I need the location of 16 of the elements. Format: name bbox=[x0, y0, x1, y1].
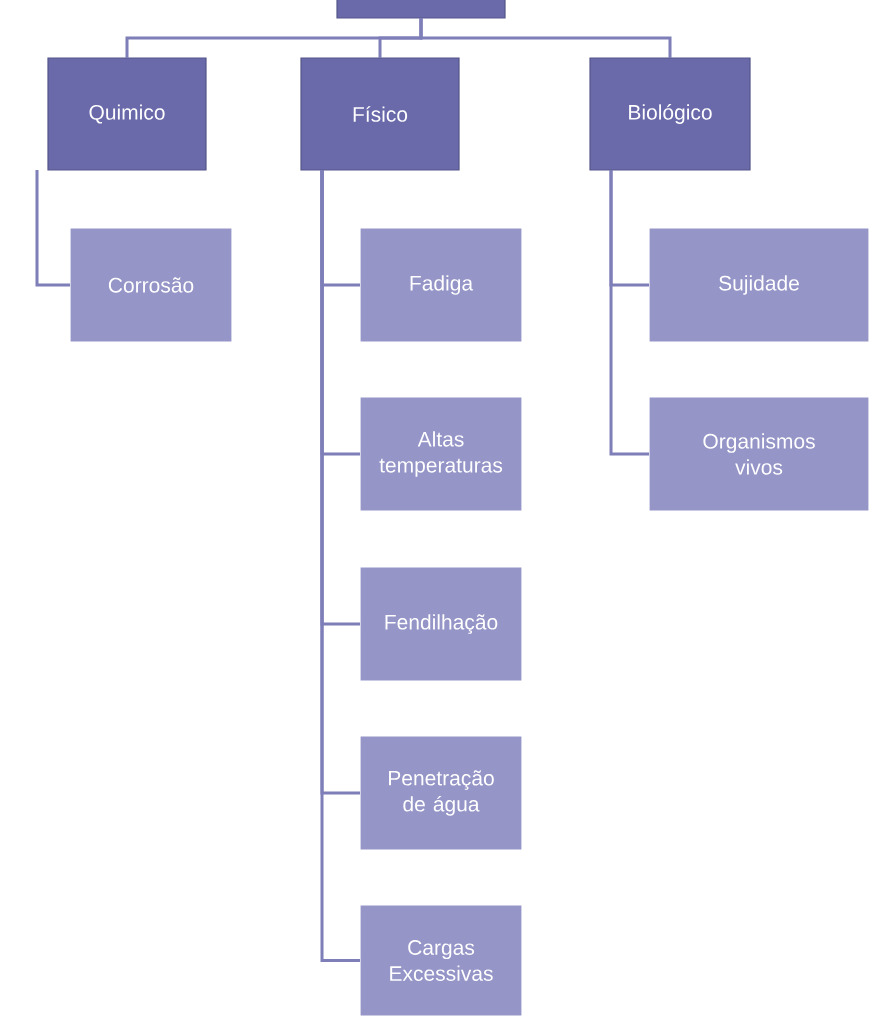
cause-box: Cargas Excessivas bbox=[359, 904, 523, 1016]
connector-line bbox=[419, 18, 672, 58]
cause-box: Sujidade bbox=[648, 227, 869, 343]
cause-box: Penetração de água bbox=[359, 735, 523, 851]
box bbox=[336, 0, 506, 19]
cause-box: Fadiga bbox=[359, 227, 523, 343]
category-box: Físico bbox=[300, 57, 460, 171]
cause-box: Fendilhação bbox=[359, 566, 523, 682]
cause-box: Corrosão bbox=[69, 227, 233, 343]
cause-box: Altas temperaturas bbox=[359, 396, 523, 512]
cause-box: Organismos vivos bbox=[648, 396, 869, 512]
connector-line bbox=[35, 170, 70, 287]
category-box: Quimico bbox=[47, 57, 207, 171]
category-box: Biológico bbox=[589, 57, 751, 171]
connector-line bbox=[320, 170, 360, 962]
connector-line bbox=[609, 170, 649, 456]
